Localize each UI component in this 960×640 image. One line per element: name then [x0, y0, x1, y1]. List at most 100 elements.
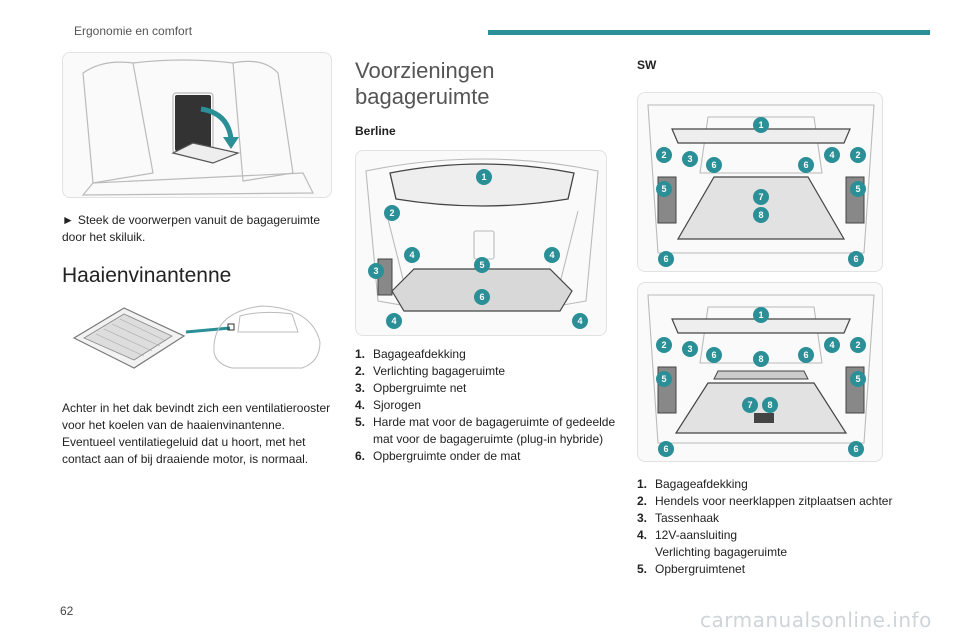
callout-badge-number: 3 — [373, 266, 378, 276]
page-number: 62 — [60, 604, 74, 618]
list-item: 6.Opbergruimte onder de mat — [355, 448, 617, 465]
callout-badge-circle — [753, 207, 769, 223]
callout-badge-number: 6 — [803, 350, 808, 360]
callout-badge-circle — [742, 397, 758, 413]
item-number: 6. — [355, 449, 366, 463]
callout-badge-number: 6 — [479, 292, 484, 302]
item-number: 3. — [637, 511, 648, 525]
callout-badge-number: 5 — [479, 260, 484, 270]
antenna-heading: Haaienvinantenne — [62, 264, 232, 287]
callout-badge-number: 4 — [829, 150, 834, 160]
split-mat-lower — [674, 382, 848, 434]
callout-badge-number: 2 — [389, 208, 394, 218]
callout-badge-circle — [824, 337, 840, 353]
callout-badge-circle — [824, 147, 840, 163]
callout-badge-circle — [474, 257, 490, 273]
section-header: Ergonomie en comfort — [74, 24, 193, 38]
callout-badge-number: 3 — [687, 344, 692, 354]
callout-badge-circle — [384, 205, 400, 221]
callout-badge-circle — [656, 181, 672, 197]
item-text: Tassenhaak — [655, 511, 720, 525]
sw-subheading: SW — [637, 58, 657, 72]
callout-badge-circle — [753, 351, 769, 367]
callout-badge-circle — [753, 189, 769, 205]
list-item: 4.Sjorogen — [355, 397, 617, 414]
ski-hatch-instruction: ►Steek de voorwerpen vanuit de bagagerui… — [62, 212, 332, 246]
callout-badge-circle — [706, 157, 722, 173]
berline-subheading: Berline — [355, 124, 396, 138]
antenna-description: Achter in het dak bevindt zich een venti… — [62, 401, 331, 466]
callout-badge-number: 4 — [549, 250, 554, 260]
callout-badge-circle — [404, 247, 420, 263]
callout-badge-circle — [682, 151, 698, 167]
item-text: Hendels voor neerklappen zitplaatsen ach… — [655, 494, 893, 508]
list-item: 5. Harde mat voor de bagageruimte of gede… — [355, 414, 617, 448]
list-item: 5.Opbergruimtenet — [637, 561, 899, 578]
bullet-triangle-icon: ► — [62, 213, 74, 227]
item-text: Bagageafdekking — [373, 347, 466, 361]
callout-badge-number: 5 — [855, 374, 860, 384]
list-item: 2.Hendels voor neerklappen zitplaatsen a… — [637, 493, 899, 510]
item-text: Harde mat voor de bagageruimte of gedeel… — [373, 415, 616, 446]
callout-badge-number: 6 — [853, 444, 858, 454]
callout-badge-circle — [848, 251, 864, 267]
callout-badge-circle — [850, 371, 866, 387]
callout-badge-number: 3 — [687, 154, 692, 164]
direction-arrow — [200, 106, 234, 140]
item-number: 1. — [355, 347, 366, 361]
callout-badge-circle — [850, 181, 866, 197]
callout-badge-circle — [798, 157, 814, 173]
luggage-cover — [671, 318, 851, 334]
ski-hatch-instruction-text: Steek de voorwerpen vanuit de bagageruim… — [62, 213, 321, 244]
list-item: 3. Tassenhaak — [637, 510, 899, 527]
item-number: 4. — [637, 528, 648, 542]
list-item: 3. Opbergruimte net — [355, 380, 617, 397]
callout-badge-circle — [762, 397, 778, 413]
callout-badge-number: 5 — [661, 184, 666, 194]
luggage-cover — [389, 163, 575, 207]
armrest-flap — [171, 142, 241, 164]
item-text: Opbergruimtenet — [655, 562, 746, 576]
callout-badge-number: 6 — [803, 160, 808, 170]
callout-badge-circle — [572, 313, 588, 329]
luggage-cover — [671, 128, 851, 144]
callout-badge-circle — [544, 247, 560, 263]
callout-badge-number: 2 — [855, 340, 860, 350]
callout-badge-number: 4 — [829, 340, 834, 350]
callout-badge-circle — [798, 347, 814, 363]
callout-badge-circle — [682, 341, 698, 357]
antenna-illustration — [62, 302, 332, 378]
list-item: 4.12V-aansluiting Verlichting bagageruim… — [637, 527, 899, 561]
callout-badge-number: 2 — [855, 150, 860, 160]
callout-badge-number: 8 — [758, 210, 763, 220]
item-text: Verlichting bagageruimte — [373, 364, 506, 378]
callout-badge-circle — [656, 371, 672, 387]
shark-fin-antenna-drawing — [72, 305, 321, 369]
callout-badge-circle — [476, 169, 492, 185]
callout-badge-number: 6 — [853, 254, 858, 264]
item-number: 3. — [355, 381, 366, 395]
luggage-facilities-heading: Voorzieningen bagageruimte — [355, 58, 495, 109]
callout-badge-number: 4 — [391, 316, 396, 326]
callout-badge-number: 6 — [711, 350, 716, 360]
split-mat-upper — [713, 370, 809, 380]
item-text: Opbergruimte net — [373, 381, 467, 395]
callout-badge-number: 8 — [758, 354, 763, 364]
callout-badge-number: 1 — [758, 310, 763, 320]
callout-badge-circle — [656, 147, 672, 163]
callout-badge-number: 8 — [767, 400, 772, 410]
callout-badge-number: 7 — [758, 192, 763, 202]
callout-badge-number: 6 — [663, 444, 668, 454]
callout-badge-number: 4 — [409, 250, 414, 260]
mat-handle — [754, 413, 774, 423]
item-number: 5. — [355, 415, 366, 429]
callout-badge-number: 1 — [758, 120, 763, 130]
left-column: ►Steek de voorwerpen vanuit de bagagerui… — [62, 52, 332, 468]
item-text: Sjorogen — [373, 398, 422, 412]
